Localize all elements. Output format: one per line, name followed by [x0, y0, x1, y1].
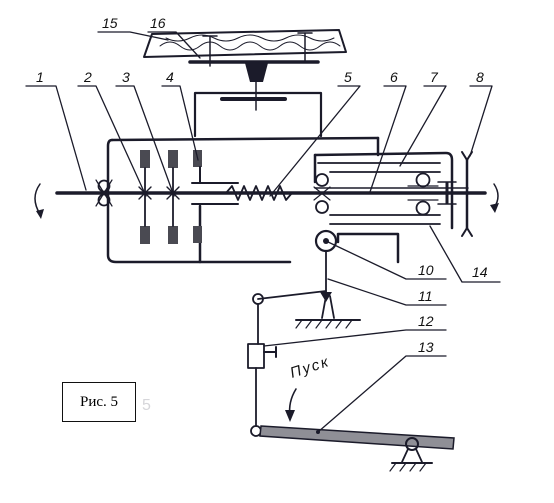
callout-7: 7 — [430, 69, 439, 85]
left-bearing — [95, 179, 113, 207]
callout-13: 13 — [418, 339, 434, 355]
leader-lines — [25, 31, 501, 433]
flywheel-ring-gear — [143, 29, 347, 67]
callout-10: 10 — [418, 262, 434, 278]
start-label: Пуск — [288, 353, 332, 382]
clutch-hub-4 — [191, 150, 239, 243]
callout-14: 14 — [472, 264, 488, 280]
callout-5: 5 — [344, 69, 352, 85]
stray-mark: 5 — [142, 397, 151, 414]
sleeve-bearings-left — [313, 173, 331, 214]
sleeve-bearings-right — [407, 172, 439, 216]
callout-16: 16 — [150, 15, 166, 31]
freewheel-cage-7 — [317, 162, 441, 225]
callout-11: 11 — [418, 288, 433, 304]
callout-2: 2 — [83, 69, 92, 85]
output-pinion-8 — [437, 151, 473, 237]
clutch-disc-2 — [138, 150, 152, 244]
callout-4: 4 — [166, 69, 174, 85]
control-linkage — [247, 250, 361, 437]
spring-5 — [225, 185, 293, 201]
starter-pinion-gear — [188, 60, 320, 111]
start-pedal-13 — [259, 425, 455, 472]
clutch-disc-3 — [166, 150, 180, 244]
callout-6: 6 — [390, 69, 398, 85]
figure-caption: Рис. 5 — [62, 382, 136, 422]
callout-8: 8 — [476, 69, 484, 85]
callout-1: 1 — [36, 69, 44, 85]
callout-12: 12 — [418, 313, 434, 329]
starter-housing — [106, 91, 454, 264]
callout-3: 3 — [122, 69, 130, 85]
start-direction-arrow — [285, 388, 297, 422]
callout-15: 15 — [102, 15, 118, 31]
